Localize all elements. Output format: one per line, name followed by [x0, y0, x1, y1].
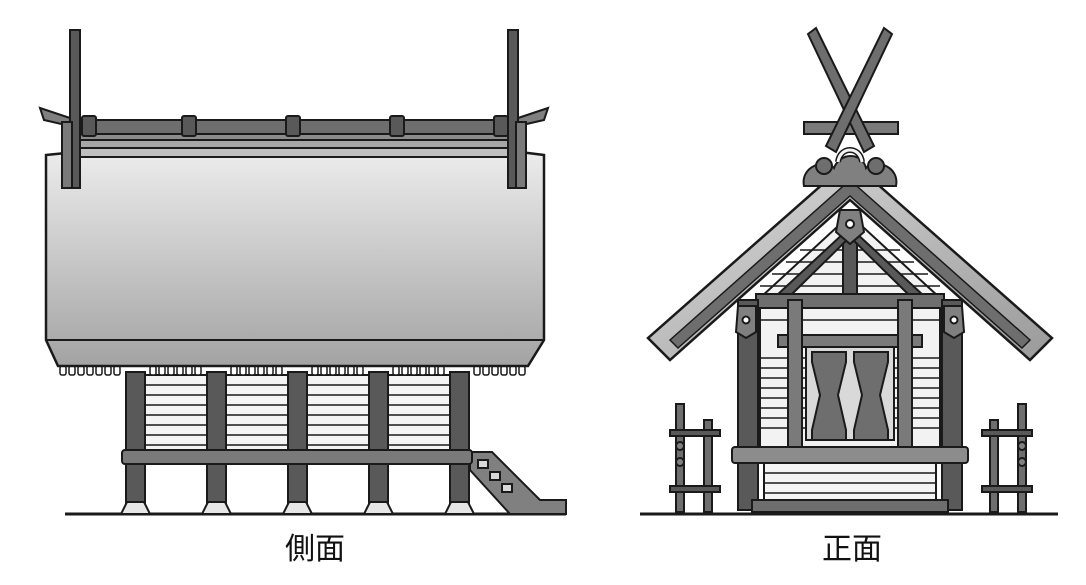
front-view-label: 正面 — [822, 532, 882, 567]
side-pillar-bases — [119, 501, 476, 515]
side-chigi — [38, 29, 550, 189]
side-roof — [44, 150, 546, 368]
front-view-elevation — [640, 26, 1058, 516]
side-stairs — [469, 451, 567, 515]
front-upper-beam — [755, 293, 945, 309]
front-chigi — [803, 26, 899, 154]
front-roof — [646, 158, 1054, 362]
side-floor-beam — [121, 449, 473, 465]
side-view-label: 側面 — [285, 532, 345, 567]
front-fence-right — [981, 403, 1033, 513]
front-steps — [751, 462, 949, 513]
side-ridge — [65, 115, 527, 158]
front-ridge-ornament — [802, 147, 898, 187]
front-fence-left — [669, 403, 721, 513]
front-doors — [805, 346, 895, 441]
side-view-elevation — [38, 29, 567, 516]
front-veranda — [731, 446, 969, 464]
